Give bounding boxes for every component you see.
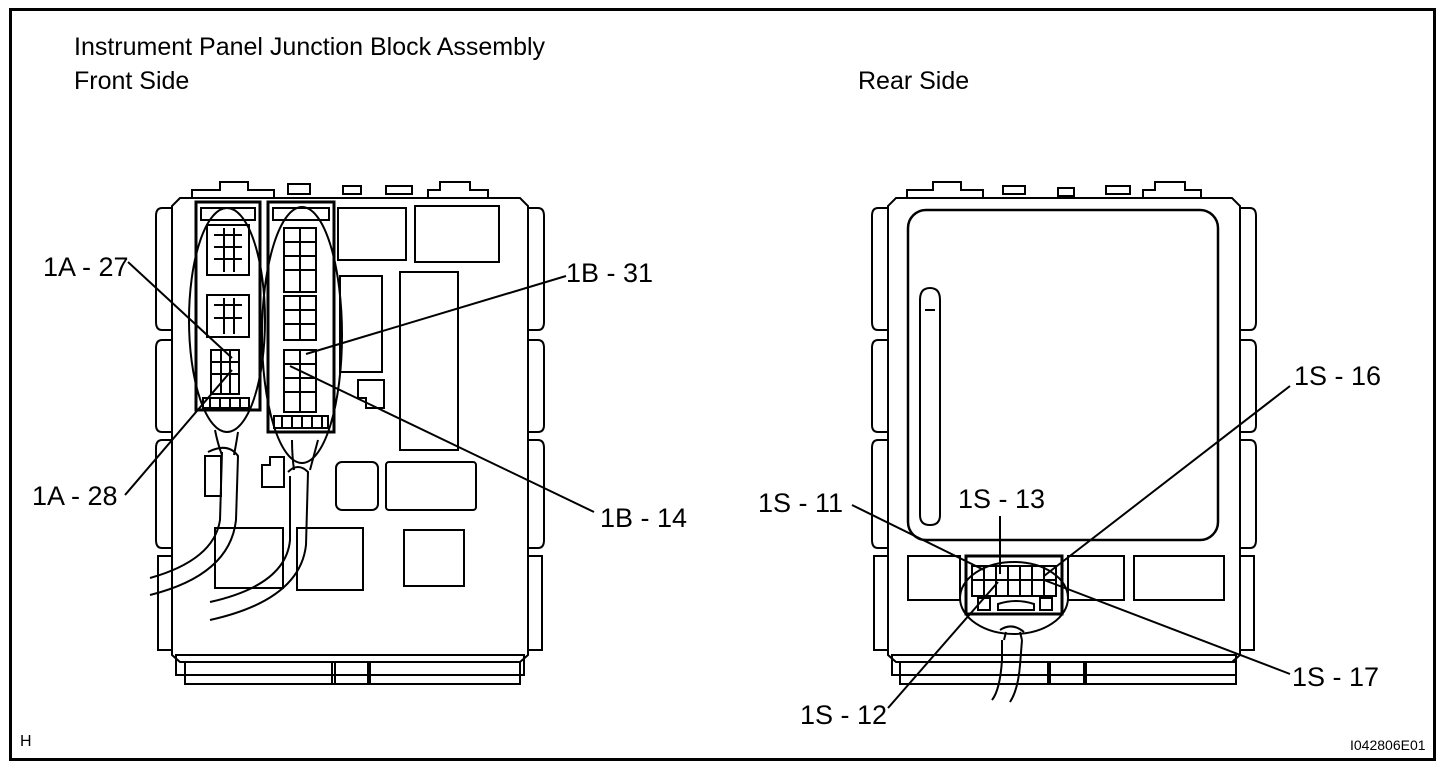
callout-1b-14: 1B - 14: [600, 503, 688, 533]
front-junction-block: [149, 181, 545, 685]
figure-id: I042806E01: [1350, 737, 1426, 753]
callout-1s-13: 1S - 13: [958, 484, 1046, 514]
callout-1b-31: 1B - 31: [566, 258, 654, 288]
corner-letter: H: [20, 733, 32, 750]
callout-1s-16: 1S - 16: [1294, 361, 1382, 391]
callout-1a-28: 1A - 28: [32, 481, 118, 511]
front-side-label: Front Side: [74, 67, 190, 95]
callout-1s-11: 1S - 11: [758, 488, 844, 518]
diagram-title: Instrument Panel Junction Block Assembly: [74, 33, 546, 61]
diagram-frame: [9, 8, 1436, 761]
rear-side-label: Rear Side: [858, 67, 970, 95]
callout-leader-lines: [124, 261, 1291, 709]
rear-junction-block: [871, 181, 1257, 703]
callout-1s-17: 1S - 17: [1292, 662, 1380, 692]
callout-1a-27: 1A - 27: [43, 252, 129, 282]
callout-1s-12: 1S - 12: [800, 700, 888, 730]
